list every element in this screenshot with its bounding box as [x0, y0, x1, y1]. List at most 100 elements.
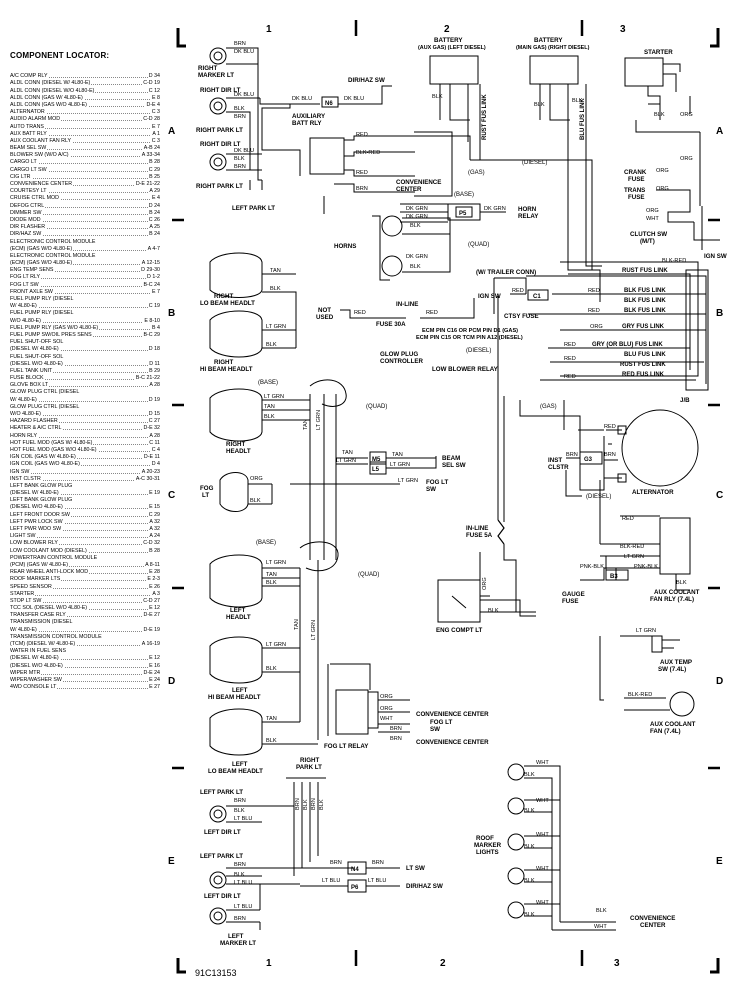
label-convenience-center-2: CENTER	[396, 186, 422, 193]
wire-ppl-6: ORG	[250, 476, 263, 482]
locator-component-name: LEFT PWR WDO SW	[10, 526, 63, 534]
locator-component-name: LEFT BANK GLOW PLUG	[10, 497, 74, 505]
label-left-park-lt-e1: LEFT PARK LT	[200, 789, 243, 796]
label-fog-lt-1: FOG	[200, 485, 214, 492]
locator-grid-ref: D 19	[147, 396, 160, 404]
locator-row: W/ 4L80-E)D-E 19	[10, 626, 160, 634]
label-left-park-lt-e2: LEFT PARK LT	[200, 853, 243, 860]
label-glow-plug-ctrl-1: GLOW PLUG	[380, 351, 418, 358]
locator-grid-ref: A 1	[151, 130, 160, 138]
wire-dk-grn-1: DK GRN	[406, 206, 428, 212]
label-right-headlt-1: RIGHT	[226, 441, 245, 448]
label-dir-haz-sw: DIR/HAZ SW	[348, 77, 385, 84]
locator-grid-ref: D 29-30	[140, 267, 160, 275]
locator-component-name: A/C COMP RLY	[10, 73, 49, 81]
wire-blk-5: BLK	[270, 286, 281, 292]
wire-ppl-4: ORG	[656, 186, 669, 192]
locator-component-name: FUEL PUMP RLY (DIESEL	[10, 296, 75, 304]
locator-component-name: CARGO LT SW	[10, 166, 48, 174]
qualifier-gas: (GAS)	[468, 170, 485, 176]
locator-component-name: W/O 4L80-E)	[10, 411, 42, 419]
label-ign-sw-right: IGN SW	[704, 253, 727, 260]
label-inline-fuse-5a-2: FUSE 5A	[466, 532, 493, 539]
label-convenience-center-d: CONVENIENCE CENTER	[416, 711, 489, 718]
wire-dk-blu-3: DK BLU	[234, 148, 254, 154]
label-trans-fuse-2: FUSE	[628, 194, 645, 201]
wire-ppl-1: ORG	[680, 112, 693, 118]
locator-component-name: ELECTRONIC CONTROL MODULE	[10, 252, 97, 261]
label-battery-aux-2: (AUX GAS) (LEFT DIESEL)	[418, 45, 486, 51]
locator-grid-ref: E 8	[151, 94, 160, 102]
wire-wht-6: WHT	[594, 924, 607, 930]
wire-lt-blu-5: LT BLU	[234, 904, 252, 910]
locator-component-name: (PCM) (GAS W/ 4L80-E)	[10, 561, 69, 570]
label-fog-lt-2: LT	[202, 492, 209, 499]
wire-blk-vertical: BLK	[303, 799, 309, 810]
label-fog-lt-sw-d-2: SW	[430, 726, 440, 733]
column-label-1-bottom: 1	[266, 958, 272, 969]
locator-row: W/ 4L80-E)C 19	[10, 303, 160, 311]
label-inline-fuse-5a-1: IN-LINE	[466, 525, 488, 532]
locator-component-name: AUX BATT RLY	[10, 130, 48, 138]
label-left-marker-lt-2: MARKER LT	[220, 940, 256, 947]
locator-grid-ref: C 12	[147, 87, 160, 95]
column-label-2-bottom: 2	[440, 958, 446, 969]
label-battery-aux-1: BATTERY	[434, 37, 463, 44]
qualifier-quad-c: (QUAD)	[358, 572, 379, 578]
locator-component-name: FUEL PUMP SW/OIL PRES SENS	[10, 331, 93, 340]
wire-org-2: ORG	[380, 706, 393, 712]
locator-grid-ref: C-D 28	[142, 116, 160, 124]
locator-row: (ECM) (GAS W/O 4L80-E)A 12-15	[10, 260, 160, 268]
locator-row: W/O 4L80-E)E 8-10	[10, 317, 160, 325]
label-ecm-pin-1: ECM PIN C16 OR PCM PIN D1 (GAS)	[422, 328, 518, 334]
locator-component-name: ALDL CONN (DIESEL W/O 4L80-E)	[10, 87, 96, 95]
locator-component-name: ALDL CONN (DIESEL W/ 4L80-E)	[10, 80, 92, 88]
locator-grid-ref: E 24	[148, 676, 160, 685]
label-convenience-center-1: CONVENIENCE	[396, 179, 441, 186]
wire-red-8: RED	[564, 374, 576, 380]
locator-component-name: HEATER & A/C CTRL	[10, 425, 63, 433]
row-label-d: D	[168, 676, 175, 687]
label-aux-temp-sw-2: SW (7.4L)	[658, 666, 686, 673]
label-jb: J/B	[680, 397, 690, 404]
wire-wht-2: WHT	[536, 798, 549, 804]
locator-component-name: TCC SOL (DIESEL W/O 4L80-E)	[10, 605, 89, 613]
locator-grid-ref: E 16	[148, 662, 160, 670]
locator-component-name: AUTO TRANS	[10, 123, 45, 131]
qualifier-quad-b: (QUAD)	[366, 404, 387, 410]
locator-component-name: FUEL PUMP RLY (DIESEL	[10, 310, 75, 318]
label-right-park-lt-e-2: PARK LT	[296, 764, 322, 771]
label-right-hi-beam-1: RIGHT	[214, 359, 233, 366]
locator-row: TCC SOL (DIESEL W/O 4L80-E)E 12	[10, 605, 160, 613]
locator-grid-ref: D 1-2	[146, 274, 160, 282]
connector-m5: M5	[372, 457, 381, 463]
fuse-link-blk-3: BLK FUS LINK	[624, 308, 666, 314]
label-dir-haz-sw-e: DIR/HAZ SW	[406, 883, 443, 890]
wire-yel-2: WHT	[380, 716, 393, 722]
locator-component-name: LEFT BANK GLOW PLUG	[10, 482, 74, 491]
locator-component-name: HORN RLY	[10, 432, 38, 440]
label-fog-lt-sw-2: SW	[426, 486, 436, 493]
wire-red-11: RED	[604, 424, 616, 430]
locator-grid-ref: A 32	[148, 518, 160, 527]
wire-brn-7: BRN	[390, 726, 402, 732]
qualifier-diesel-b: (DIESEL)	[466, 348, 491, 354]
wire-blk-20: BLK	[524, 912, 535, 918]
wire-brn-6: BRN	[604, 452, 616, 458]
wire-lt-grn-7: LT GRN	[636, 628, 656, 634]
locator-row: (DIESEL W/O 4L80-E)E 15	[10, 504, 160, 512]
wire-red-9: RED	[354, 310, 366, 316]
label-fog-lt-sw-d-1: FOG LT	[430, 719, 452, 726]
label-right-park-lt-2: RIGHT PARK LT	[196, 183, 243, 190]
locator-row: (ECM) (GAS W/O 4L80-E)A 4-7	[10, 245, 160, 253]
locator-row: FUEL PUMP RLY (GAS W/O 4L80-E)B 4	[10, 324, 160, 332]
locator-grid-ref: C-D 32	[142, 540, 160, 548]
label-fog-lt-relay: FOG LT RELAY	[324, 743, 369, 750]
